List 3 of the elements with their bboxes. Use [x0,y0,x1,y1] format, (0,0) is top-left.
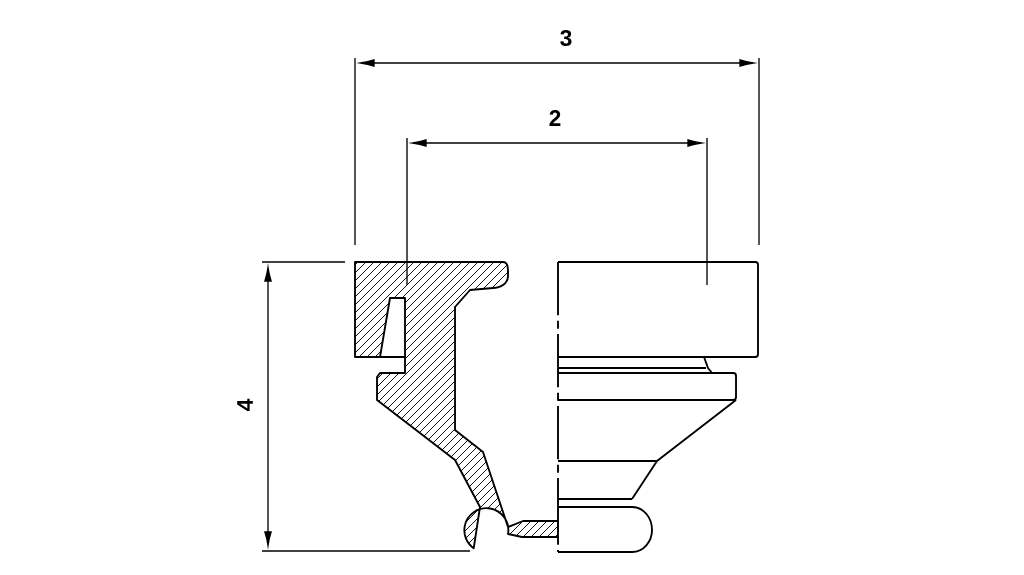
dimension-label: 3 [560,29,572,47]
dimension-label: 2 [549,110,561,126]
dimension-label: 4 [237,398,253,411]
